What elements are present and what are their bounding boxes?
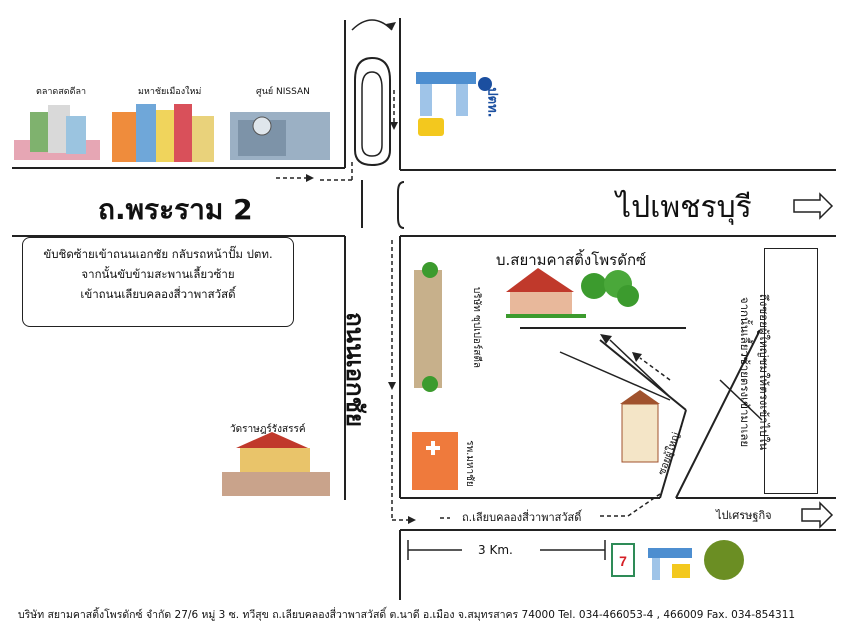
side-note-line-1: ถึงซอยผู้ใหญ่ชมให้ตรงเข้าไปใน — [757, 293, 772, 451]
callout-line-3: เข้าถนนเลียบคลองสี่วาพาสวัสดิ์ — [80, 287, 236, 301]
callout-line-1: ขับชิดซ้ายเข้าถนนเอกชัย กลับรถหน้าปั๊ม ป… — [43, 247, 273, 261]
ptt-bottom-icon — [648, 548, 692, 580]
callout-line-2: จากนั้นขับข้ามสะพานเลี้ยวซ้าย — [81, 267, 235, 281]
nissan-building-icon — [230, 112, 330, 160]
ekachai-road-label: ถนนเอกชัย — [340, 312, 369, 427]
rama2-road-label: ถ.พระราม 2 — [98, 193, 253, 226]
ptt-top-label: ปตท. — [484, 87, 500, 118]
svg-text:7: 7 — [619, 553, 627, 569]
hospital-label: รพ.มหาชัย — [463, 440, 475, 487]
ptt-station-icon — [416, 72, 492, 136]
side-note-box: ถึงซอยผู้ใหญ่ชมให้ตรงเข้าไปใน จากนั้นเลี… — [738, 248, 818, 494]
company-building-icon — [506, 268, 639, 318]
side-note-line-2: จากนั้นเลี้ยวซ้ายตรงเข้ามาเลย — [738, 296, 753, 448]
setthakit-label: ไปเศรษฐกิจ — [716, 509, 772, 522]
amazon-icon — [704, 540, 744, 580]
company-label: บ.สยามคาสติ้งโพรดักซ์ — [496, 251, 647, 269]
factory-building-icon — [414, 262, 442, 392]
instruction-callout: ขับชิดซ้ายเข้าถนนเอกชัย กลับรถหน้าปั๊ม ป… — [22, 237, 294, 327]
market-building-icon — [14, 105, 100, 160]
seven-eleven-icon: 7 — [611, 543, 635, 577]
phetchaburi-label: ไปเพชรบุรี — [616, 190, 752, 225]
superstell-building-icon — [620, 390, 660, 463]
distance-label: 3 Km. — [478, 543, 513, 557]
mahachai-building-icon — [112, 104, 214, 162]
factory-label: บริษัท ซุปเปอร์สตีล — [471, 286, 483, 369]
market-label: ตลาดสดดีลา — [36, 87, 87, 97]
mahachai-label: มหาชัยเมืองใหม่ — [138, 87, 202, 97]
hospital-building-icon — [412, 432, 458, 490]
nissan-label: ศูนย์ NISSAN — [256, 87, 310, 97]
footer-address: บริษัท สยามคาสติ้งโพรดักซ์ จำกัด 27/6 หม… — [18, 609, 796, 621]
temple-icon — [222, 432, 330, 496]
temple-label: วัดราษฎร์รังสรรค์ — [230, 424, 306, 435]
liap-khlong-label: ถ.เลียบคลองสี่วาพาสวัสดิ์ — [462, 511, 582, 524]
